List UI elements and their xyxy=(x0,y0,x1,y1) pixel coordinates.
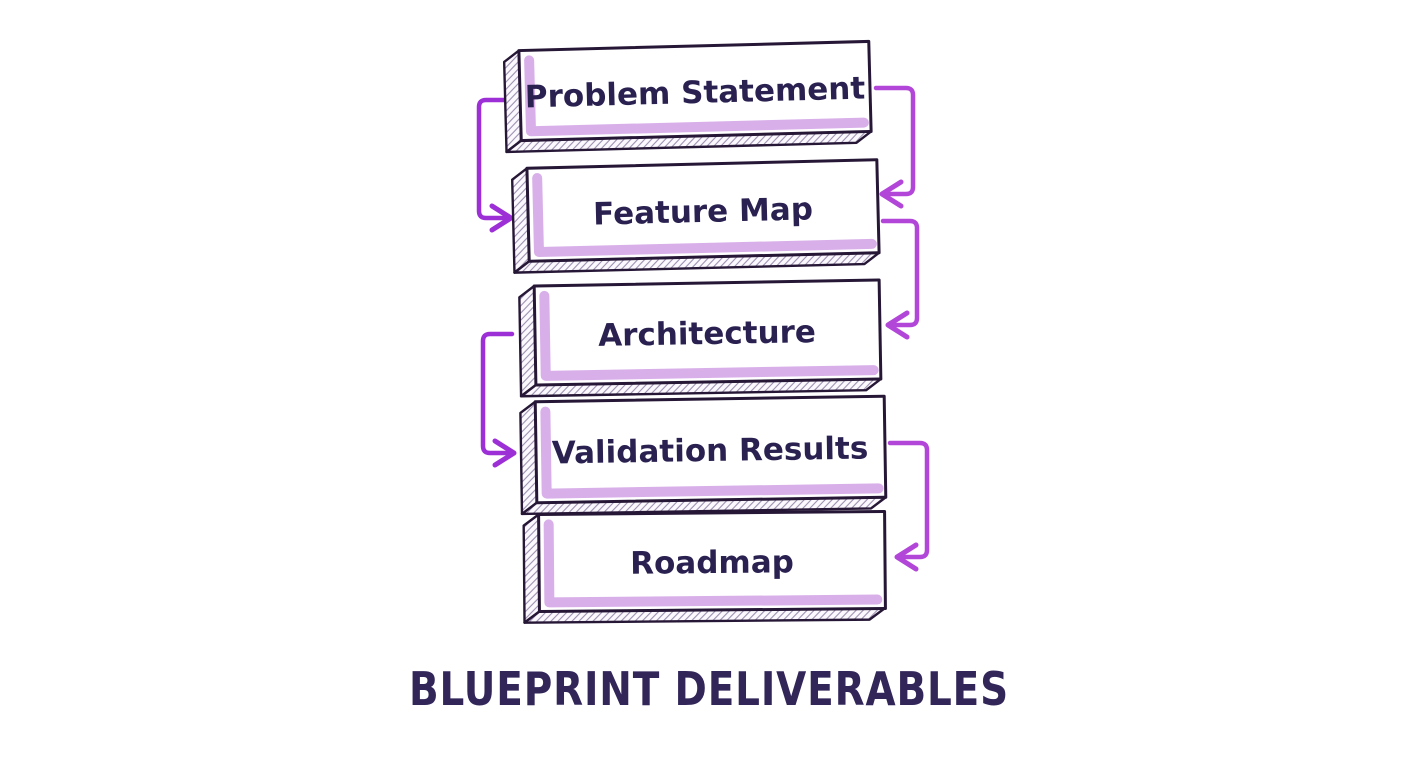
box-label: Validation Results xyxy=(552,431,869,472)
box-inner-shade xyxy=(539,290,879,381)
arrowhead-left-icon xyxy=(879,179,904,209)
connector-validation-to-roadmap-right xyxy=(887,440,930,572)
box-face xyxy=(537,509,887,614)
box-face xyxy=(532,278,883,387)
box-label: Feature Map xyxy=(593,191,814,232)
arrowhead-left-icon xyxy=(885,310,910,340)
diagram-title: BLUEPRINT DELIVERABLES xyxy=(409,662,1009,716)
box-architecture: Architecture xyxy=(518,278,883,398)
connector-feature-to-architecture-right xyxy=(880,218,920,340)
box-face xyxy=(517,39,873,143)
box-feature-map: Feature Map xyxy=(511,158,881,274)
arrowhead-left-icon xyxy=(894,542,919,572)
box-label: Architecture xyxy=(598,314,816,354)
arrowhead-right-icon xyxy=(492,438,517,468)
box-face xyxy=(533,394,888,505)
connector-line xyxy=(873,85,916,197)
box-problem-statement: Problem Statement xyxy=(502,39,873,154)
connector-line xyxy=(880,218,920,328)
connector-problem-to-feature-right xyxy=(873,85,916,209)
connector-line xyxy=(887,440,930,560)
box-inner-shade xyxy=(543,519,883,608)
box-left-bevel xyxy=(522,513,541,624)
box-inner-shade xyxy=(540,406,884,499)
connector-architecture-to-validation-left xyxy=(480,331,517,468)
connector-line xyxy=(480,331,515,456)
arrowhead-right-icon xyxy=(489,203,514,233)
box-inner-shade xyxy=(524,55,869,137)
box-face xyxy=(525,158,881,263)
box-roadmap: Roadmap xyxy=(522,509,887,624)
box-label: Roadmap xyxy=(630,544,794,581)
connector-line xyxy=(476,97,515,221)
box-label: Problem Statement xyxy=(524,71,865,116)
box-inner-shade xyxy=(532,173,877,258)
box-validation-results: Validation Results xyxy=(519,394,888,516)
connector-problem-to-feature-left xyxy=(476,97,515,233)
